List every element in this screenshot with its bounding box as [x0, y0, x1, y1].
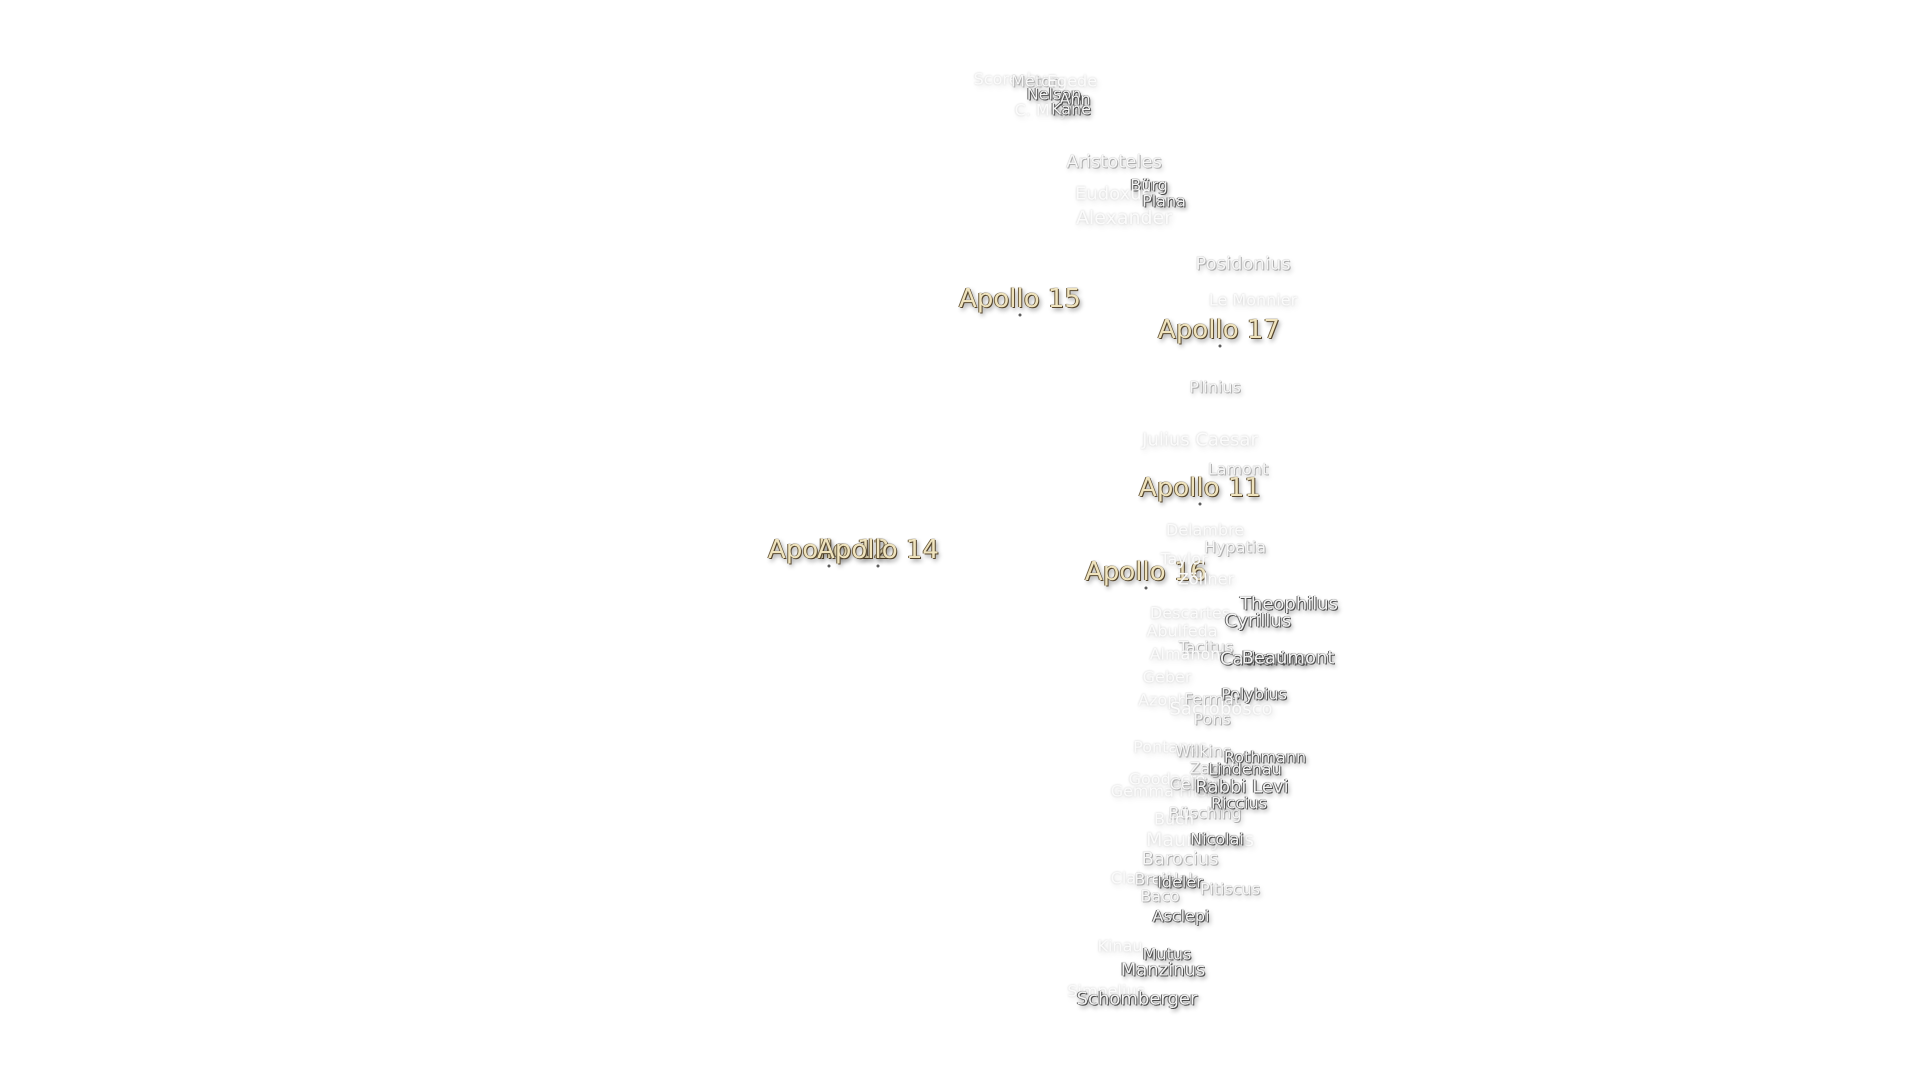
apollo-12-label[interactable]: Apollo 12 — [768, 535, 890, 565]
crater-label-fermat[interactable]: Fermat — [1183, 689, 1241, 709]
crater-label-hypatia[interactable]: Hypatia — [1204, 537, 1266, 557]
crater-label-sacrobosco[interactable]: Sacrobosco — [1169, 698, 1273, 720]
crater-label-tacitus[interactable]: Tacitus — [1178, 637, 1234, 657]
crater-label-eudoxus[interactable]: Eudoxus — [1074, 183, 1152, 205]
crater-label-manzinus[interactable]: Manzinus — [1120, 959, 1206, 981]
crater-label-rabbi-levi[interactable]: Rabbi Levi — [1195, 776, 1289, 798]
crater-label-nelson[interactable]: Nelson — [1026, 84, 1082, 104]
apollo-15-label[interactable]: Apollo 15 — [959, 284, 1081, 314]
crater-label-kinau[interactable]: Kinau — [1097, 936, 1143, 956]
apollo-17-site-marker[interactable] — [1218, 344, 1222, 348]
crater-label-julius-caesar[interactable]: Julius Caesar — [1142, 429, 1258, 451]
crater-label-clairaut[interactable]: Clairaut — [1110, 868, 1174, 888]
crater-label-pontanus[interactable]: Pontanus — [1133, 737, 1207, 757]
crater-label-posidonius[interactable]: Posidonius — [1195, 253, 1291, 275]
crater-label-delambre[interactable]: Delambre — [1165, 520, 1245, 540]
crater-label-lamont[interactable]: Lamont — [1207, 459, 1269, 479]
apollo-12-site-marker[interactable] — [827, 564, 831, 568]
crater-label-burg[interactable]: Bürg — [1130, 175, 1168, 195]
crater-label-ideler[interactable]: Ideler — [1157, 872, 1203, 892]
crater-label-goodacre[interactable]: Goodacre — [1128, 769, 1206, 789]
crater-label-lindenau[interactable]: Lindenau — [1208, 759, 1282, 779]
crater-label-meton[interactable]: Meton — [1011, 71, 1061, 91]
crater-label-abulfeda[interactable]: Abulfeda — [1146, 621, 1218, 641]
crater-label-schomberger[interactable]: Schomberger — [1076, 988, 1198, 1010]
apollo-17-label[interactable]: Apollo 17 — [1158, 315, 1280, 345]
crater-label-celsius[interactable]: Celsius — [1169, 774, 1227, 794]
crater-label-plinius[interactable]: Plinius — [1189, 377, 1241, 397]
apollo-16-site-marker[interactable] — [1144, 586, 1148, 590]
crater-label-plana[interactable]: Plana — [1142, 191, 1186, 211]
crater-label-azophi[interactable]: Azophi — [1138, 690, 1192, 710]
crater-label-pitiscus[interactable]: Pitiscus — [1199, 879, 1261, 899]
crater-label-rothmann[interactable]: Rothmann — [1223, 747, 1307, 767]
crater-label-catharina[interactable]: Catharina — [1220, 648, 1308, 670]
crater-label-descartes[interactable]: Descartes — [1149, 603, 1231, 623]
crater-label-aristoteles[interactable]: Aristoteles — [1066, 151, 1162, 173]
crater-label-asclepi[interactable]: Asclepi — [1152, 906, 1210, 926]
crater-label-riccius[interactable]: Riccius — [1210, 793, 1268, 813]
apollo-15-site-marker[interactable] — [1018, 313, 1022, 317]
crater-label-gemma-frisius[interactable]: Gemma Frisius — [1110, 781, 1230, 801]
crater-label-breislak[interactable]: Breislak — [1134, 869, 1198, 889]
crater-label-cyrillus[interactable]: Cyrillus — [1224, 610, 1292, 632]
crater-label-theophilus[interactable]: Theophilus — [1239, 593, 1339, 615]
crater-label-fracastorius[interactable]: Beaumont — [1241, 647, 1335, 669]
crater-label-zagut[interactable]: Zagut — [1189, 758, 1237, 778]
crater-label-taylor[interactable]: Taylor — [1160, 549, 1208, 569]
apollo-11-label[interactable]: Apollo 11 — [1139, 473, 1261, 503]
crater-label-polybius[interactable]: Polybius — [1221, 684, 1287, 704]
crater-label-scoresby[interactable]: Scoresby — [973, 69, 1047, 89]
crater-label-mutus[interactable]: Mutus — [1142, 944, 1192, 964]
crater-label-nicolai[interactable]: Nicolai — [1190, 829, 1244, 849]
crater-label-egede[interactable]: Egede — [1046, 71, 1098, 91]
crater-label-maurolycus[interactable]: Maurolycus — [1145, 829, 1255, 851]
crater-label-simpelius[interactable]: Simpelius — [1067, 981, 1145, 1001]
crater-label-wilkins[interactable]: Wilkins — [1174, 741, 1232, 761]
crater-label-pons[interactable]: Pons — [1193, 709, 1231, 729]
crater-label-kane[interactable]: Kane — [1051, 99, 1091, 119]
crater-label-le-monnier[interactable]: Le Monnier — [1208, 290, 1298, 310]
crater-label-barocius[interactable]: Barocius — [1141, 848, 1219, 870]
crater-label-baco[interactable]: Baco — [1140, 886, 1180, 906]
crater-label-kant[interactable]: Zöllner — [1177, 569, 1235, 589]
crater-label-nanno[interactable]: Ann — [1059, 89, 1091, 109]
apollo-11-site-marker[interactable] — [1198, 502, 1202, 506]
crater-label-almanon[interactable]: Almanon — [1149, 644, 1221, 664]
crater-label-busching[interactable]: Büsching — [1168, 803, 1242, 823]
crater-label-geber[interactable]: Geber — [1142, 667, 1192, 687]
crater-label-buch[interactable]: Buch — [1153, 809, 1195, 829]
apollo-14-label[interactable]: Apollo 14 — [817, 535, 939, 565]
apollo-16-label[interactable]: Apollo 16 — [1085, 557, 1207, 587]
crater-label-c-mayer[interactable]: C. Mayer — [1014, 100, 1086, 120]
crater-label-alexander[interactable]: Alexander — [1075, 207, 1173, 229]
apollo-14-site-marker[interactable] — [876, 564, 880, 568]
